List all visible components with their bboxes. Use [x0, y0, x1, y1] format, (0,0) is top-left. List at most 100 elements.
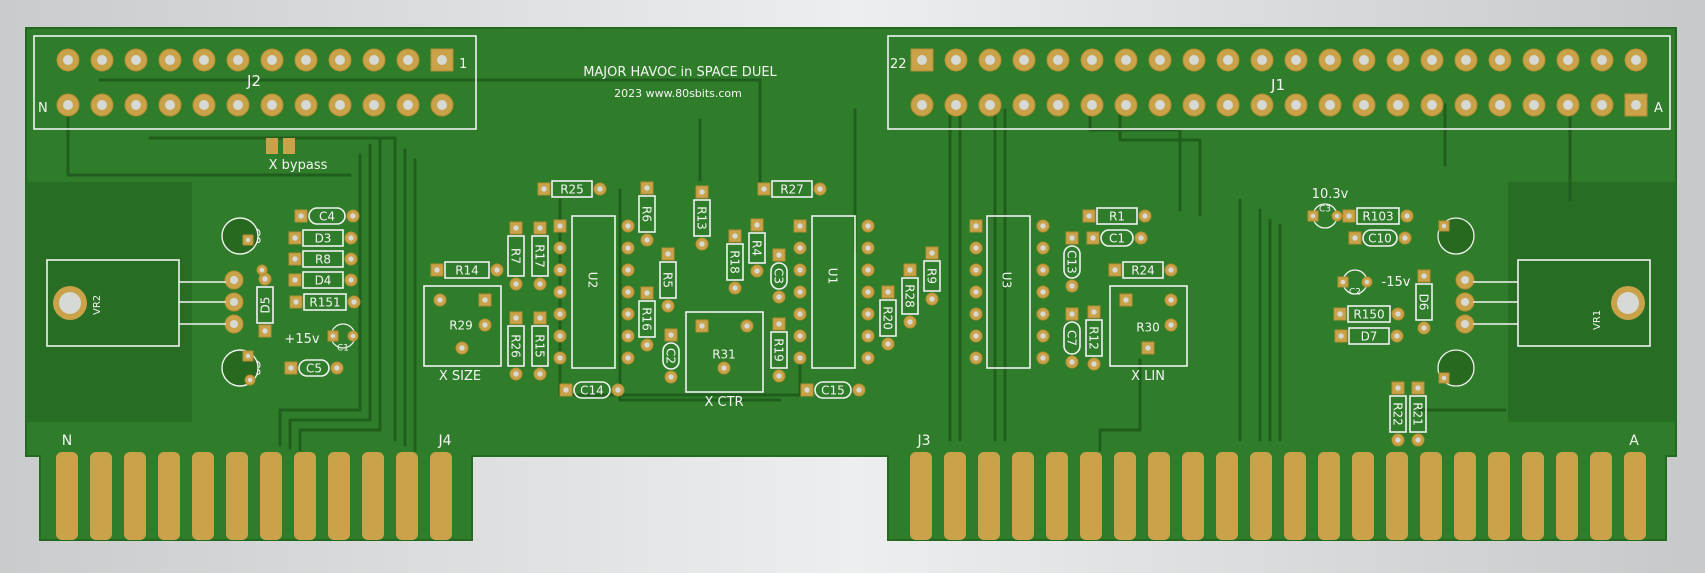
part-pad-drill: [1142, 213, 1148, 219]
regulator-pin-drill: [1460, 319, 1470, 329]
part-pad-drill: [668, 374, 674, 380]
j3-finger: [1182, 452, 1204, 540]
part-pad-drill: [293, 299, 299, 305]
j1-pin-drill: [1155, 55, 1165, 65]
j3-finger: [1080, 452, 1102, 540]
j1-pin-drill: [1019, 55, 1029, 65]
plus-15v-label: +15v: [284, 332, 319, 347]
j1-pin-drill: [1257, 100, 1267, 110]
part-pad-drill: [668, 332, 674, 338]
j4-ref: J4: [437, 433, 451, 449]
part-ref: R5: [661, 272, 675, 288]
j2-pin-drill: [301, 100, 311, 110]
ic-pin-drill: [797, 267, 803, 273]
j1-pin-drill: [1597, 100, 1607, 110]
part-ref: R7: [509, 248, 523, 264]
j3-finger: [1216, 452, 1238, 540]
part-d3: D3: [288, 229, 358, 247]
part-pad-drill: [817, 186, 823, 192]
j4-finger: [124, 452, 146, 540]
ic-pin-drill: [1040, 355, 1046, 361]
j2-pin-drill: [369, 55, 379, 65]
part-outline: [879, 299, 897, 337]
part-outline: [308, 207, 346, 225]
j2-pin-drill: [267, 100, 277, 110]
j3-finger: [1046, 452, 1068, 540]
part-outline: [1409, 395, 1427, 433]
ic-pin-drill: [1040, 289, 1046, 295]
part-ref: R25: [560, 183, 584, 197]
ic-pin-drill: [625, 289, 631, 295]
u2-outline: [571, 215, 616, 369]
cap-pad-drill: [350, 333, 356, 339]
j1-pin-drill: [1189, 100, 1199, 110]
j2-pin-drill: [165, 55, 175, 65]
part-outline: [298, 359, 330, 377]
part-ref: R19: [772, 338, 786, 362]
j3-finger: [1522, 452, 1544, 540]
cap-pad-drill: [1334, 213, 1340, 219]
part-pad-drill: [1421, 325, 1427, 331]
part-ref: C10: [1368, 232, 1392, 246]
ic-pin-drill: [797, 333, 803, 339]
j1-pin-drill: [1087, 55, 1097, 65]
part-r12: R12: [1085, 305, 1103, 371]
ic-pin-drill: [797, 289, 803, 295]
part-r24: R24: [1108, 261, 1178, 279]
part-pad-drill: [262, 328, 268, 334]
ic-pin-drill: [973, 267, 979, 273]
part-ref: R150: [1353, 308, 1384, 322]
part-ref: R21: [1411, 402, 1425, 426]
j1-pin-drill: [1563, 100, 1573, 110]
part-c2: C2: [1349, 288, 1361, 298]
part-outline: [444, 261, 490, 279]
part-pad-drill: [665, 303, 671, 309]
x-bypass-label: X bypass: [269, 158, 328, 173]
part-pad-drill: [537, 281, 543, 287]
part-pad-drill: [1086, 213, 1092, 219]
part-pad-drill: [885, 289, 891, 295]
j3-finger: [1114, 452, 1136, 540]
ic-pin-drill: [557, 223, 563, 229]
part-ref: C3: [772, 268, 786, 284]
j1-pin-drill: [1359, 100, 1369, 110]
part-pad-drill: [1415, 437, 1421, 443]
j1-pin-drill: [1053, 55, 1063, 65]
j1-pin-drill: [951, 100, 961, 110]
part-r19: R19: [770, 317, 788, 383]
part-ref: D7: [1361, 330, 1378, 344]
j3-finger: [1454, 452, 1476, 540]
r29-outline: [423, 285, 502, 367]
part-outline: [638, 300, 656, 338]
j1-pin-drill: [951, 55, 961, 65]
j3-ref: J3: [916, 433, 930, 449]
part-pad-drill: [1112, 267, 1118, 273]
regulator-pin-drill: [1460, 297, 1470, 307]
part-pad-drill: [699, 189, 705, 195]
part-pad-drill: [1395, 385, 1401, 391]
part-outline: [302, 250, 344, 268]
j1-pin-drill: [1223, 100, 1233, 110]
ic-pin-drill: [865, 289, 871, 295]
part-pad-drill: [292, 277, 298, 283]
part-pad-drill: [776, 321, 782, 327]
part-pad-drill: [1395, 311, 1401, 317]
part-ref: C7: [1065, 330, 1079, 346]
part-pad-drill: [754, 268, 760, 274]
part-ref: R103: [1362, 210, 1393, 224]
vr2-outline: [46, 259, 180, 347]
part-pad-drill: [348, 256, 354, 262]
part-pad-drill: [699, 241, 705, 247]
part-ref: D6: [1417, 294, 1431, 311]
part-ref: R24: [1131, 264, 1155, 278]
part-outline: [551, 180, 593, 198]
part-pad-drill: [350, 213, 356, 219]
part-pad-drill: [537, 315, 543, 321]
part-u2: U2: [586, 272, 600, 288]
part-ref: U3: [1000, 272, 1014, 288]
ic-pin-drill: [625, 245, 631, 251]
part-r26: R26: [507, 311, 525, 381]
part-ref: R9: [925, 268, 939, 284]
component-pads: [179, 138, 1518, 375]
j3-finger: [1148, 452, 1170, 540]
